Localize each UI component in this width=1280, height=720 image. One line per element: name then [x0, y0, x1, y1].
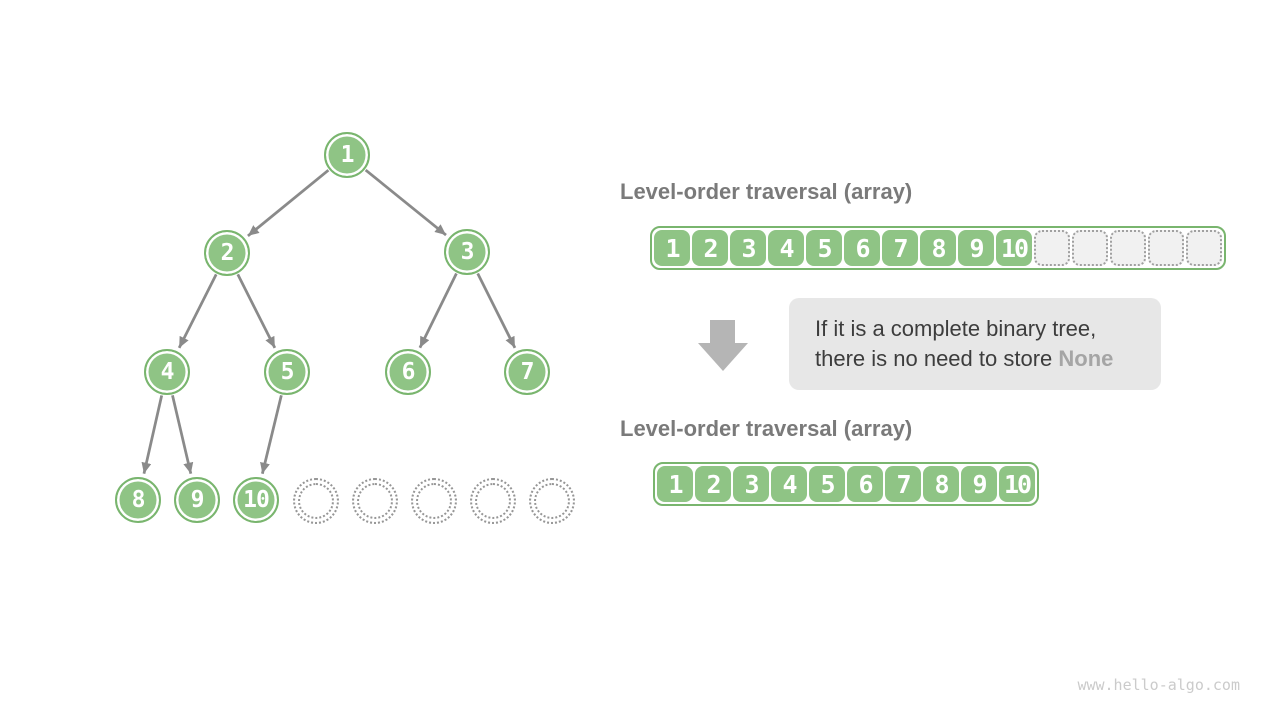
tree-edge: [418, 272, 458, 349]
callout-line1: If it is a complete binary tree,: [815, 316, 1097, 341]
tree-node-9: 9: [174, 477, 220, 523]
array-cell: 1: [654, 230, 690, 266]
tree-node-6: 6: [385, 349, 431, 395]
array-cell: 9: [958, 230, 994, 266]
tree-edge: [177, 273, 218, 349]
tree-node-10: 10: [233, 477, 279, 523]
tree-node-4: 4: [144, 349, 190, 395]
node-value: 8: [131, 487, 146, 513]
array-cell: 6: [847, 466, 883, 502]
array-cell-empty: [1072, 230, 1108, 266]
array-cell: 4: [771, 466, 807, 502]
node-value: 6: [401, 359, 416, 385]
tree-edge: [247, 169, 330, 237]
array-cell: 6: [844, 230, 880, 266]
tree-node-7: 7: [504, 349, 550, 395]
node-value: 10: [243, 487, 270, 513]
array-cell: 10: [996, 230, 1032, 266]
callout-box: If it is a complete binary tree, there i…: [789, 298, 1161, 390]
tree-node-3: 3: [444, 229, 490, 275]
array-cell: 1: [657, 466, 693, 502]
array-bottom-title: Level-order traversal (array): [620, 416, 913, 441]
tree-node-8: 8: [115, 477, 161, 523]
array-cell-empty: [1034, 230, 1070, 266]
array-top-title: Level-order traversal (array): [620, 179, 913, 204]
array-cell: 9: [961, 466, 997, 502]
array-cell-empty: [1148, 230, 1184, 266]
tree-node-5: 5: [264, 349, 310, 395]
node-value: 4: [160, 359, 175, 385]
callout-line2-text: there is no need to store: [815, 346, 1059, 371]
array-cell-empty: [1186, 230, 1222, 266]
tree-edge: [141, 395, 164, 474]
array-cell: 3: [733, 466, 769, 502]
array-cell: 4: [768, 230, 804, 266]
array-cell-empty: [1110, 230, 1146, 266]
node-value: 9: [190, 487, 205, 513]
node-value: 5: [280, 359, 295, 385]
node-value: 3: [460, 239, 475, 265]
array-cell: 2: [692, 230, 728, 266]
array-cell: 7: [885, 466, 921, 502]
array-cell: 8: [923, 466, 959, 502]
tree-edge: [171, 395, 194, 475]
node-value: 2: [220, 240, 235, 266]
watermark: www.hello-algo.com: [1077, 676, 1240, 694]
array-cell: 5: [806, 230, 842, 266]
array-cell: 7: [882, 230, 918, 266]
tree-node-empty: [293, 478, 339, 524]
down-arrow-icon: [697, 320, 748, 371]
callout-line2: there is no need to store None: [815, 344, 1161, 374]
node-value: 7: [520, 359, 535, 385]
array-cell: 2: [695, 466, 731, 502]
down-arrow-head: [697, 343, 748, 371]
array-cell: 8: [920, 230, 956, 266]
down-arrow-shaft: [710, 320, 735, 343]
none-keyword: None: [1058, 346, 1114, 371]
node-value: 1: [340, 142, 355, 168]
array-cell: 3: [730, 230, 766, 266]
tree-edge: [476, 272, 517, 349]
tree-node-empty: [470, 478, 516, 524]
tree-edge: [364, 169, 447, 237]
tree-edge: [260, 395, 283, 475]
array-cell: 10: [999, 466, 1035, 502]
tree-edge: [236, 273, 277, 349]
tree-node-2: 2: [204, 230, 250, 276]
tree-node-empty: [352, 478, 398, 524]
tree-node-empty: [411, 478, 457, 524]
tree-node-empty: [529, 478, 575, 524]
tree-node-1: 1: [324, 132, 370, 178]
array-cell: 5: [809, 466, 845, 502]
